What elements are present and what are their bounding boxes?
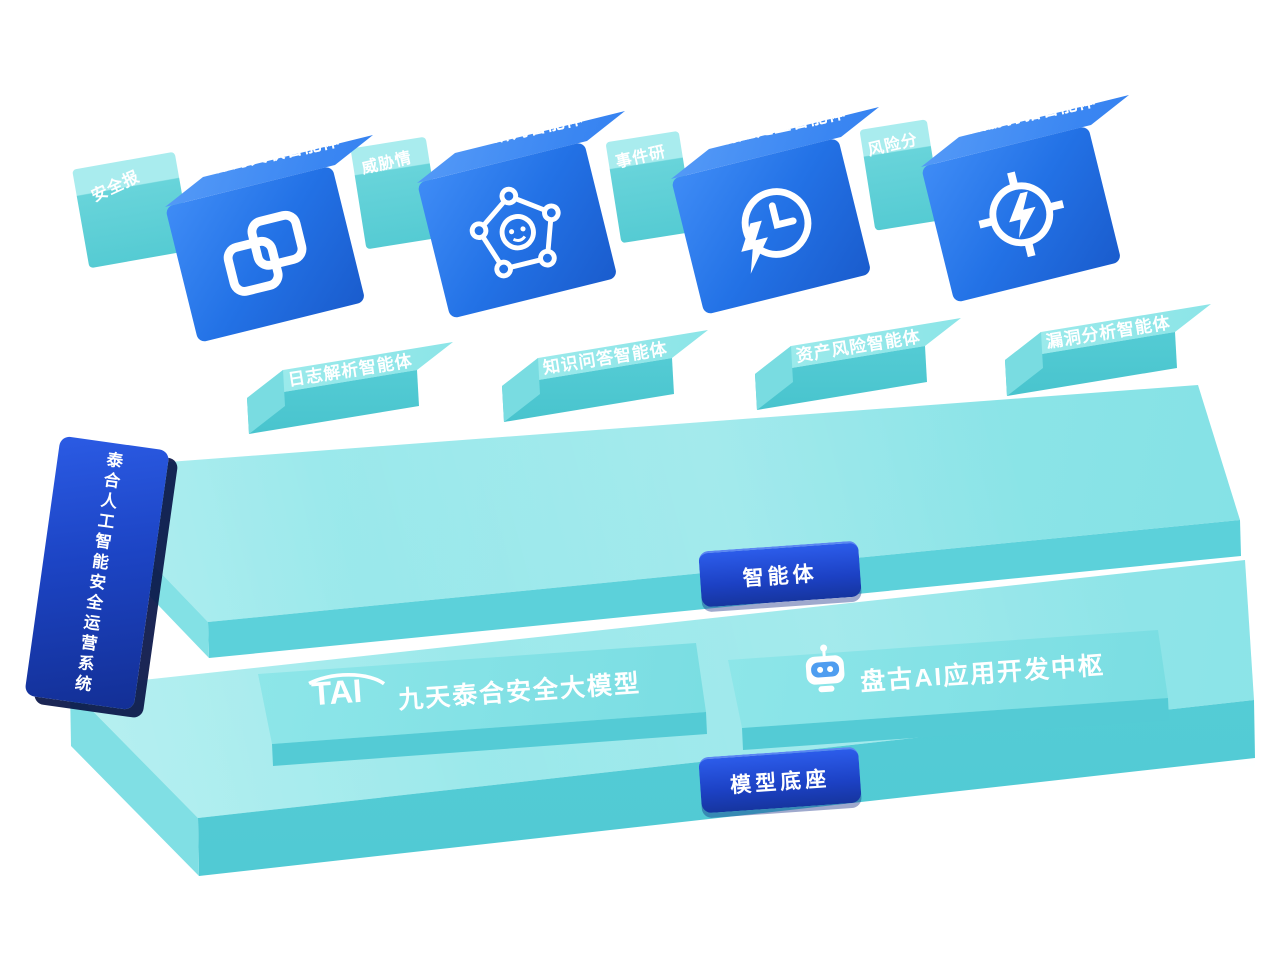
- model-layer-badge: 模型底座: [698, 746, 862, 814]
- cube-front-face: [921, 125, 1122, 303]
- agent-cube-behavior-association: 行为关联智能体: [160, 112, 400, 362]
- tai-logo: TAI: [308, 672, 386, 712]
- system-title-panel-face: 泰合人工智能安全运营系统: [24, 435, 170, 711]
- agent-layer-badge-label: 智能体: [741, 562, 819, 591]
- agent-cube-ai-analysis: AI研判智能体: [412, 88, 652, 338]
- model-slab-jiutian-taihe: TAI 九天泰合安全大模型: [248, 628, 718, 778]
- system-title: 泰合人工智能安全运营系统: [70, 449, 124, 697]
- agent-slab-vulnerability-analysis: 漏洞分析智能体: [1003, 294, 1218, 404]
- cube-front-face: [165, 165, 366, 343]
- agent-slab-asset-risk: 资产风险智能体: [753, 308, 968, 418]
- system-title-panel: 泰合人工智能安全运营系统: [24, 430, 228, 730]
- target-lightning-icon: [978, 171, 1065, 258]
- agent-layer-badge: 智能体: [698, 540, 862, 608]
- robot-icon: [805, 644, 845, 693]
- cube-front-face: [417, 141, 618, 319]
- clock-lightning-icon: [741, 188, 812, 274]
- agent-slab-knowledge-qa: 知识问答智能体: [500, 320, 715, 430]
- model-slab-pangu: 盘古AI应用开发中枢: [720, 616, 1180, 766]
- model-layer-badge-label: 模型底座: [729, 767, 831, 798]
- pentagon-network-icon: [469, 186, 561, 279]
- agent-cube-threat-hunting: 威胁狩猎智能体: [916, 72, 1156, 322]
- agent-slab-log-parsing: 日志解析智能体: [245, 332, 460, 442]
- link-chain-icon: [223, 210, 307, 296]
- background-bar-label: 安全报: [89, 168, 143, 206]
- cube-front-face: [671, 137, 872, 315]
- agent-cube-response-handling: 响应处置智能体: [666, 84, 906, 334]
- tai-logo-swoosh: [308, 673, 386, 686]
